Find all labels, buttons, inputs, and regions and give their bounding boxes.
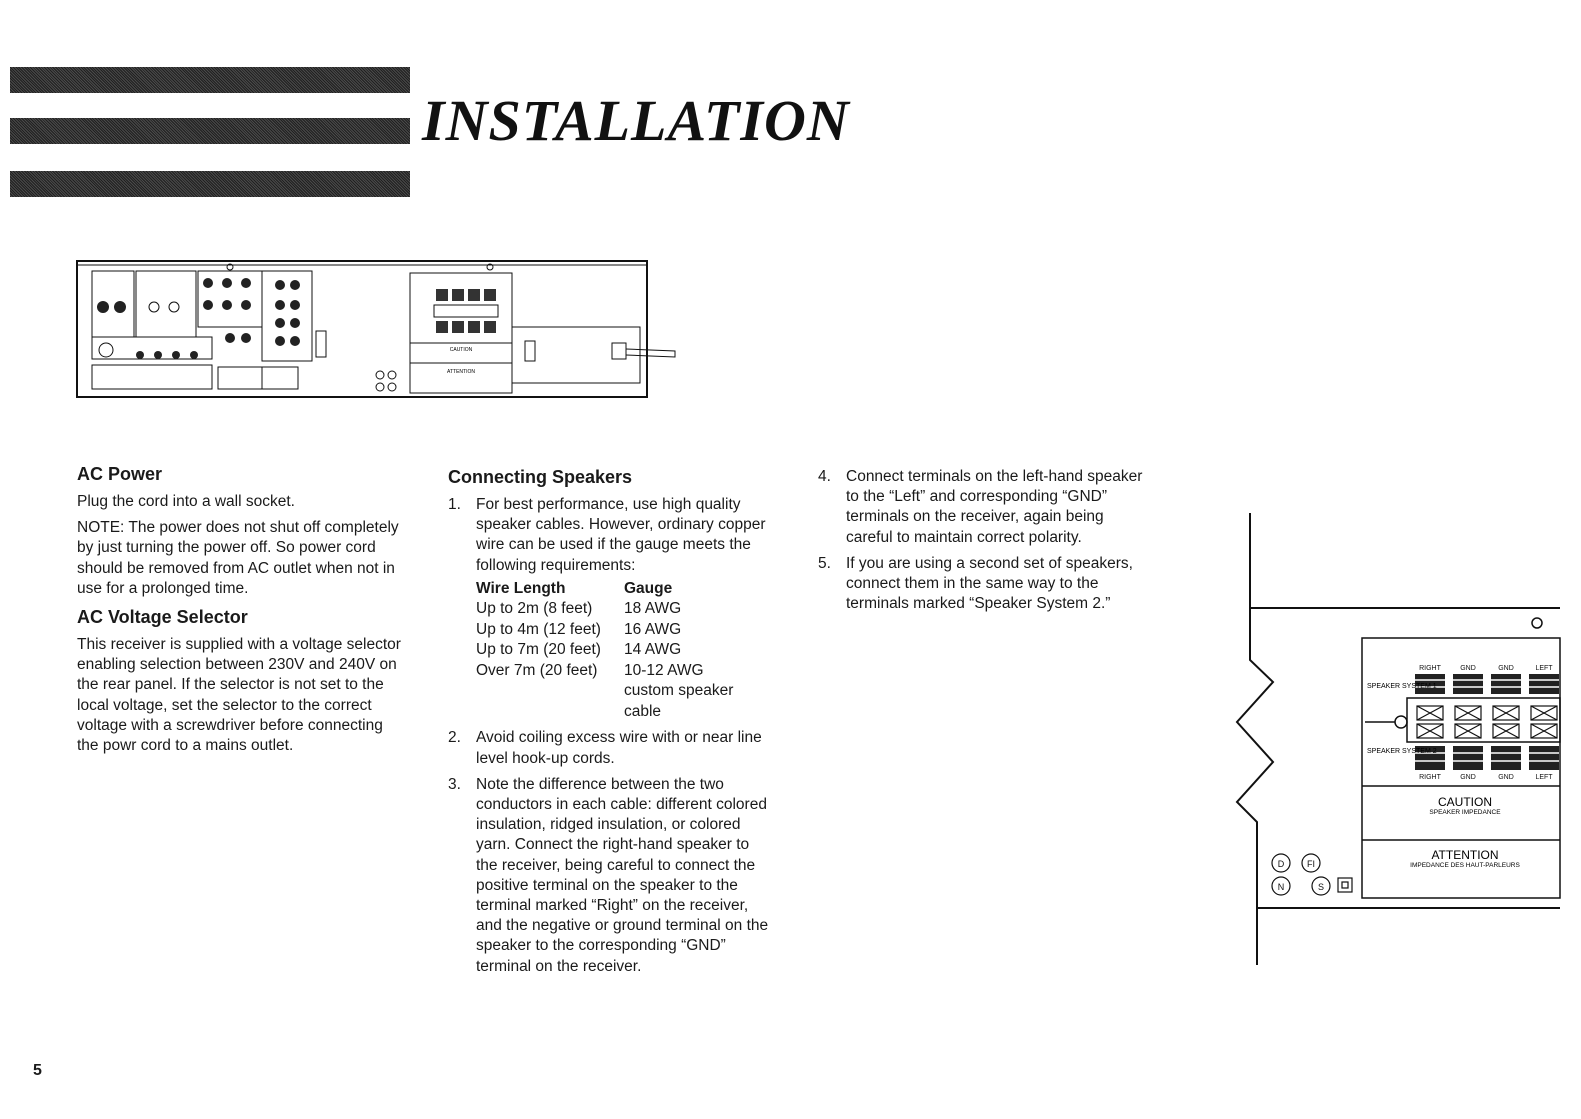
terminal-label-right: RIGHT: [1419, 774, 1442, 781]
cert-mark-n: N: [1278, 882, 1285, 892]
terminal-label-left: LEFT: [1535, 665, 1553, 672]
diagram-attention-label: ATTENTION: [447, 369, 475, 375]
list-item: 3. Note the difference between the two c…: [448, 775, 769, 975]
terminal-label-gnd: GND: [1498, 774, 1514, 781]
cert-mark-fi: FI: [1307, 859, 1315, 869]
speaker-steps-list: 1. For best performance, use high qualit…: [448, 495, 773, 977]
ac-power-text: Plug the cord into a wall socket.: [77, 493, 295, 510]
caution-label: CAUTION: [1438, 795, 1492, 809]
cert-mark-s: S: [1318, 882, 1324, 892]
ac-voltage-heading: AC Voltage Selector: [77, 607, 248, 628]
header-stripe: [10, 67, 410, 93]
terminal-label-gnd: GND: [1460, 774, 1476, 781]
ac-power-note: NOTE: The power does not shut off comple…: [77, 519, 399, 597]
list-item: 5. If you are using a second set of spea…: [818, 554, 1133, 613]
table-header: Gauge: [624, 579, 673, 597]
list-item: 2. Avoid coiling excess wire with or nea…: [448, 729, 762, 767]
header-stripe: [10, 171, 410, 197]
ac-power-heading: AC Power: [77, 464, 163, 484]
table-row: Over 7m (20 feet) 10-12 AWG custom speak…: [476, 661, 734, 720]
attention-label: ATTENTION: [1431, 848, 1498, 862]
table-header: Wire Length: [476, 579, 566, 597]
table-row: Up to 2m (8 feet) 18 AWG: [476, 600, 682, 618]
terminal-label-left: LEFT: [1535, 774, 1553, 781]
page-number: 5: [33, 1062, 42, 1079]
terminal-label-gnd: GND: [1498, 665, 1514, 672]
attention-sub-label: IMPEDANCE DES HAUT-PARLEURS: [1410, 862, 1520, 869]
ac-voltage-text: This receiver is supplied with a voltage…: [77, 636, 401, 755]
connecting-speakers-heading: Connecting Speakers: [448, 467, 633, 487]
caution-sub-label: SPEAKER IMPEDANCE: [1429, 809, 1501, 816]
speaker-steps-list-continued: 4. Connect terminals on the left-hand sp…: [818, 467, 1148, 614]
wire-gauge-table: Wire Length Gauge Up to 2m (8 feet) 18 A…: [476, 579, 754, 723]
cert-mark-d: D: [1278, 859, 1285, 869]
page-title: INSTALLATION: [422, 88, 850, 153]
speaker-system-2-label: SPEAKER SYSTEM 2: [1367, 748, 1437, 755]
list-item: 4. Connect terminals on the left-hand sp…: [818, 468, 1143, 546]
table-row: Up to 7m (20 feet) 14 AWG: [476, 641, 682, 659]
header-stripe: [10, 118, 410, 144]
terminal-label-right: RIGHT: [1419, 665, 1442, 672]
list-item: 1. For best performance, use high qualit…: [448, 495, 773, 722]
speaker-system-1-label: SPEAKER SYSTEM 1: [1367, 683, 1437, 690]
terminal-label-gnd: GND: [1460, 665, 1476, 672]
diagram-caution-label: CAUTION: [450, 347, 473, 353]
table-row: Up to 4m (12 feet) 16 AWG: [476, 620, 682, 638]
rear-panel-diagram: CAUTION ATTENTION: [76, 260, 676, 398]
speaker-terminal-detail-diagram: RIGHT GND GND LEFT RIGHT GND GND LEFT SP…: [1235, 513, 1561, 965]
